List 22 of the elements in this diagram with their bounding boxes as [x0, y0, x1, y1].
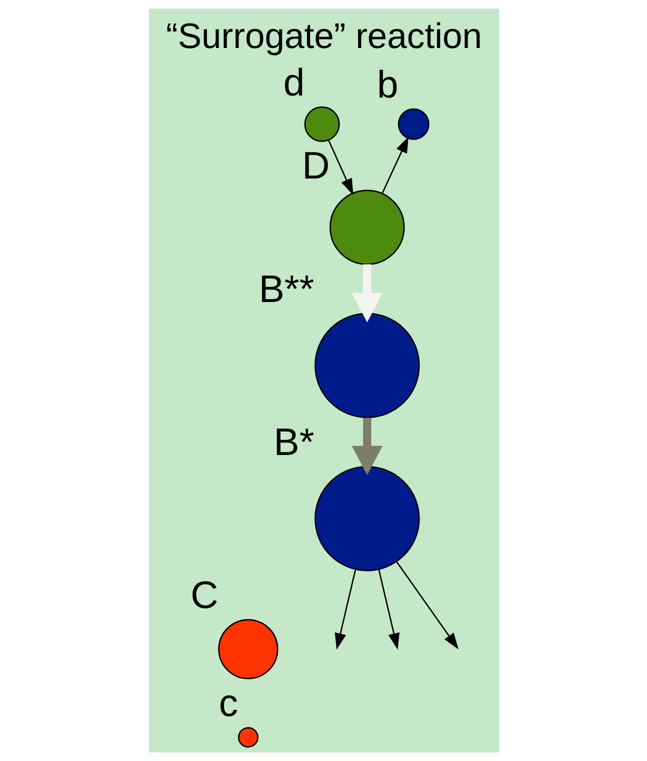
node-circle — [329, 190, 404, 265]
node-circle — [218, 619, 278, 680]
diagram-title: “Surrogate” reaction — [166, 16, 482, 56]
node-label: C — [190, 574, 218, 617]
arrow — [396, 561, 458, 650]
arrow — [334, 569, 356, 650]
node-circle — [397, 108, 429, 140]
node-label: D — [302, 144, 330, 188]
arrow — [381, 136, 408, 194]
arrow — [351, 264, 382, 322]
node-label: c — [218, 682, 238, 726]
node-circle — [237, 727, 258, 748]
node-label: b — [376, 63, 398, 106]
arrow — [351, 418, 382, 476]
arrow — [328, 140, 353, 196]
node-label: d — [282, 61, 304, 104]
node-label: B** — [258, 268, 314, 311]
node-circle — [304, 106, 340, 142]
node-circle — [314, 466, 420, 572]
arrow — [378, 569, 400, 650]
node-label: B* — [273, 420, 314, 464]
node-circle — [314, 312, 420, 418]
